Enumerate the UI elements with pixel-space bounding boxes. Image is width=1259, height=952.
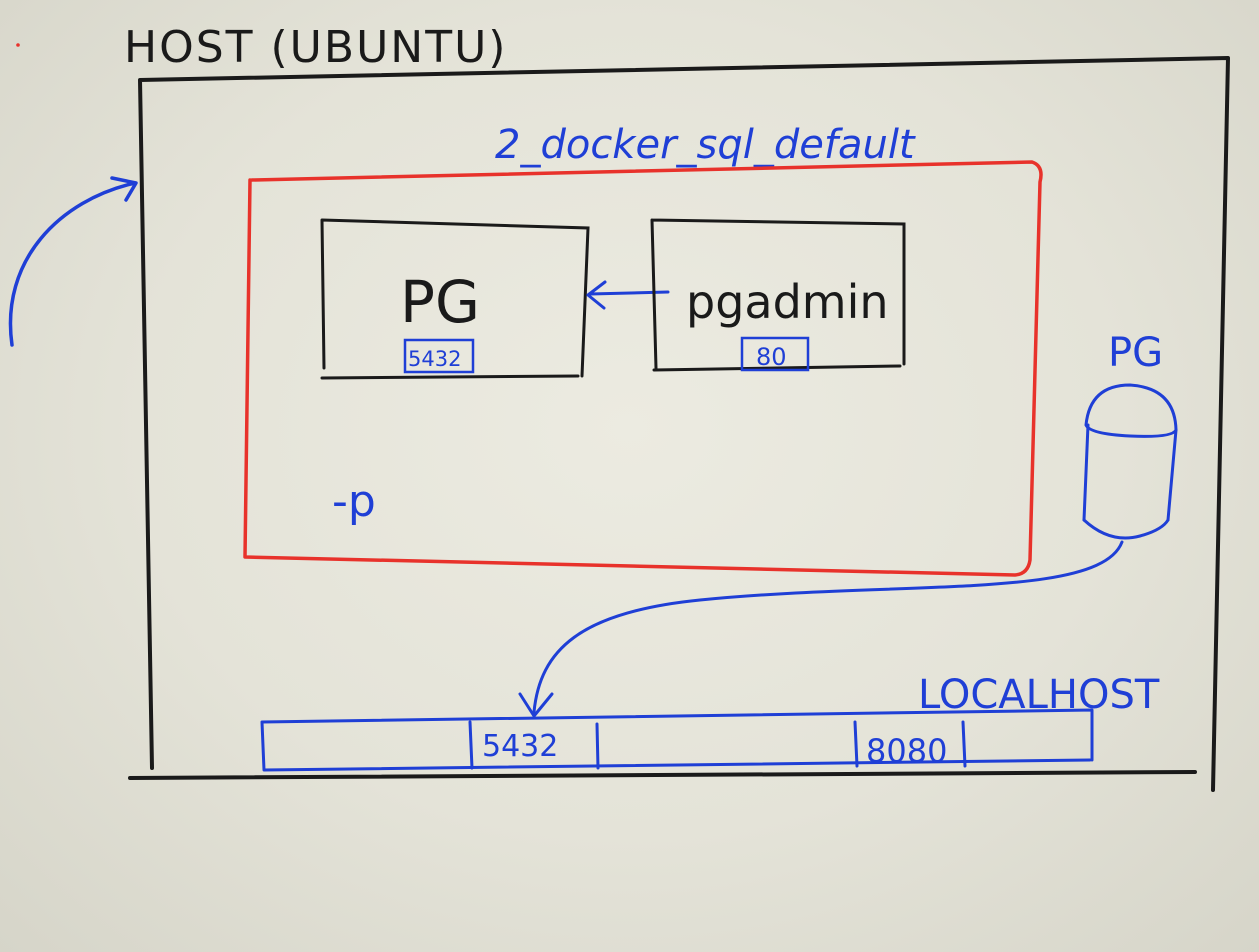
host-arrow xyxy=(8,181,137,347)
network-label: 2_docker_sql_default xyxy=(495,122,916,168)
host-label: HOST (UBUNTU) xyxy=(124,22,507,73)
pg-container-port: 5432 xyxy=(408,347,461,371)
localhost-port-8080: 8080 xyxy=(866,732,947,770)
publish-flag: -p xyxy=(332,476,376,527)
pg-container-label: PG xyxy=(400,268,480,336)
localhost-port-5432: 5432 xyxy=(482,729,558,764)
localhost-port-strip: 5432 8080 xyxy=(260,708,1094,772)
host-outline xyxy=(128,56,1230,792)
pgadmin-container: pgadmin 80 xyxy=(650,218,906,372)
pg-to-localhost-arrow xyxy=(532,540,1124,714)
pgadmin-container-label: pgadmin xyxy=(686,275,889,329)
marker-dot xyxy=(16,43,20,47)
pgadmin-to-pg-arrow xyxy=(586,280,670,310)
host-pg-label: PG xyxy=(1108,330,1163,376)
host-pg-database-icon xyxy=(1082,383,1178,540)
pg-to-localhost-arrow-head xyxy=(518,692,554,718)
host-arrow-head xyxy=(110,176,138,202)
pgadmin-container-port: 80 xyxy=(756,343,787,371)
pg-container: PG 5432 xyxy=(320,218,590,380)
network-outline xyxy=(243,160,1043,577)
